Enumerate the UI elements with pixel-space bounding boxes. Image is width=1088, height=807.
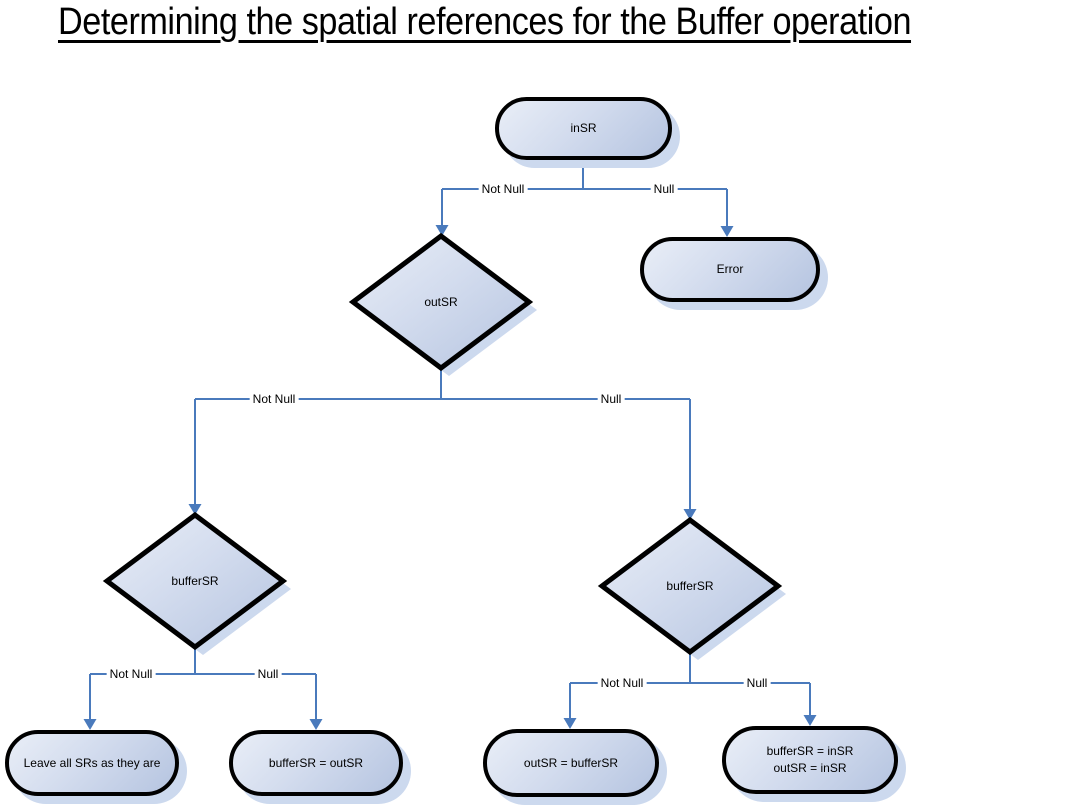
node-outsr-eq-buffersr-label: outSR = bufferSR	[523, 755, 619, 770]
connector-buffersr-left-split	[89, 645, 317, 720]
page-title: Determining the spatial references for t…	[58, 1, 912, 43]
arrow-to-buffersr-right	[683, 509, 697, 520]
arrow-to-buffersr-insr	[803, 715, 817, 726]
arrow-to-error	[720, 226, 734, 237]
buffersr-right-decision-diamond	[597, 516, 783, 656]
node-buffersr-eq-outsr: bufferSR = outSR	[229, 730, 403, 796]
buffersr-left-decision-diamond	[102, 511, 288, 651]
arrow-to-leave-all	[83, 719, 97, 730]
edge-label-buffersr-right-null: Null	[743, 676, 771, 690]
node-leave-all-srs: Leave all SRs as they are	[5, 730, 179, 796]
node-buffersr-eq-outsr-label: bufferSR = outSR	[268, 755, 364, 770]
node-error: Error	[640, 237, 820, 302]
node-buffersr-insr: bufferSR = inSR outSR = inSR	[722, 726, 898, 794]
edge-label-buffersr-left-null: Null	[254, 667, 282, 681]
node-insr: inSR	[495, 97, 672, 160]
node-buffersr-insr-line1: bufferSR = inSR	[766, 744, 854, 759]
node-buffersr-right-label: bufferSR	[666, 579, 714, 593]
edge-label-buffersr-right-not-null: Not Null	[597, 676, 647, 690]
edge-label-outsr-not-null: Not Null	[249, 392, 299, 406]
outsr-decision-diamond	[348, 232, 534, 372]
connector-outsr-split	[194, 366, 691, 510]
decision-diamonds	[102, 232, 783, 656]
connector-buffersr-right-split	[569, 650, 811, 719]
node-leave-all-srs-label: Leave all SRs as they are	[23, 755, 161, 770]
node-outsr-eq-buffersr: outSR = bufferSR	[483, 729, 659, 797]
edge-label-buffersr-left-not-null: Not Null	[106, 667, 156, 681]
arrow-to-buffersr-eq-outsr	[309, 719, 323, 730]
arrow-to-outsr-eq-buffersr	[563, 718, 577, 729]
arrow-to-outsr	[435, 225, 449, 236]
arrow-to-buffersr-left	[188, 504, 202, 515]
node-error-label: Error	[716, 262, 744, 277]
arrowheads	[83, 225, 817, 730]
edge-label-outsr-null: Null	[597, 392, 625, 406]
edge-label-insr-null: Null	[650, 182, 678, 196]
node-buffersr-insr-line2: outSR = inSR	[773, 761, 847, 775]
connector-lines	[89, 158, 811, 720]
node-insr-label: inSR	[570, 121, 597, 136]
edge-label-insr-not-null: Not Null	[478, 182, 528, 196]
node-outsr-label: outSR	[424, 295, 458, 309]
connector-insr-split	[441, 158, 728, 227]
node-buffersr-left-label: bufferSR	[171, 574, 219, 588]
